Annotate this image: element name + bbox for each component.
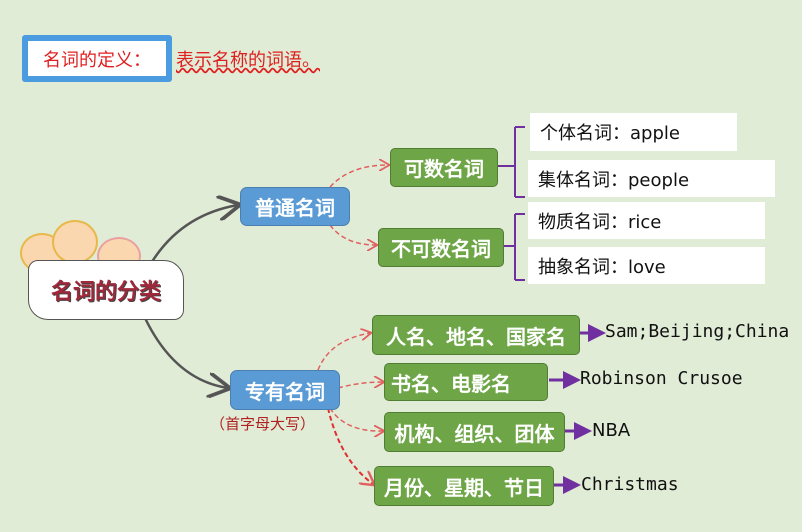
definition-box: 名词的定义：	[22, 35, 172, 82]
example-titles: Robinson Crusoe	[580, 368, 743, 389]
leaf-material: 物质名词：rice	[528, 202, 765, 239]
leaf-individual: 个体名词：apple	[530, 113, 737, 151]
root-banner: 名词的分类	[28, 260, 184, 320]
uncountable-node: 不可数名词	[378, 228, 504, 267]
proper-noun-node: 专有名词	[230, 370, 340, 410]
branch-proper	[143, 317, 228, 388]
example-dates: Christmas	[581, 474, 679, 495]
proper-item-dates: 月份、星期、节日	[374, 466, 554, 506]
proper-item-titles: 书名、电影名	[384, 363, 548, 401]
countable-node: 可数名词	[390, 148, 498, 187]
definition-text: 表示名称的词语。	[176, 50, 320, 71]
example-organizations: NBA	[592, 420, 631, 441]
proper-item-organizations: 机构、组织、团体	[384, 412, 565, 452]
proper-item-names: 人名、地名、国家名	[372, 315, 580, 355]
proper-noun-note: （首字母大写）	[210, 415, 316, 433]
branch-common	[148, 205, 238, 266]
example-names: Sam;Beijing;China	[605, 321, 790, 342]
common-noun-node: 普通名词	[240, 187, 350, 226]
definition-label: 名词的定义：	[28, 41, 166, 76]
leaf-abstract: 抽象名词：love	[528, 247, 765, 284]
leaf-collective: 集体名词：people	[528, 160, 775, 197]
